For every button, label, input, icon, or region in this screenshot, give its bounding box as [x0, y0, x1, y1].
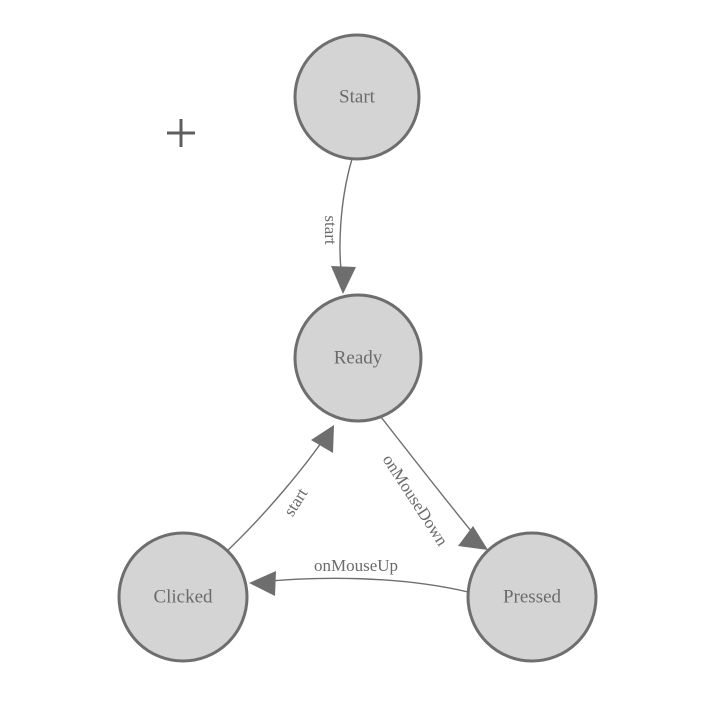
state-node-pressed-circle[interactable]: [466, 531, 598, 663]
state-node-start-circle[interactable]: [293, 33, 421, 161]
edge-ready-to-pressed[interactable]: onMouseDown: [379, 416, 488, 550]
state-node-clicked[interactable]: Clicked: [117, 531, 249, 663]
state-node-ready-circle[interactable]: [293, 293, 423, 423]
edge-path-clicked-to-ready[interactable]: [225, 432, 329, 553]
state-node-pressed[interactable]: Pressed: [466, 531, 598, 663]
edge-label-pressed-to-clicked: onMouseUp: [314, 556, 398, 575]
state-node-start[interactable]: Start: [293, 33, 421, 161]
edge-clicked-to-ready[interactable]: start: [225, 425, 334, 553]
state-node-start-label: Start: [339, 86, 376, 107]
arrowhead-icon-pressed-to-clicked: [249, 571, 276, 596]
edge-label-ready-to-pressed: onMouseDown: [379, 451, 452, 550]
edge-pressed-to-clicked[interactable]: onMouseUp: [249, 556, 469, 596]
arrowhead-icon-clicked-to-ready: [311, 425, 334, 453]
edge-start-to-ready[interactable]: start: [321, 158, 356, 294]
edge-label-start-to-ready: start: [321, 215, 340, 245]
arrowhead-icon-ready-to-pressed: [458, 526, 488, 550]
node-layer: Start Ready Clicked Pressed: [117, 33, 598, 663]
state-node-ready[interactable]: Ready: [293, 293, 423, 423]
state-node-clicked-label: Clicked: [153, 586, 213, 607]
edge-path-pressed-to-clicked[interactable]: [258, 577, 469, 593]
arrowhead-icon-start-to-ready: [331, 266, 356, 294]
state-node-clicked-circle[interactable]: [117, 531, 249, 663]
state-node-ready-label: Ready: [334, 347, 383, 368]
state-node-pressed-label: Pressed: [503, 586, 562, 607]
plus-crosshair-icon[interactable]: [167, 119, 195, 147]
